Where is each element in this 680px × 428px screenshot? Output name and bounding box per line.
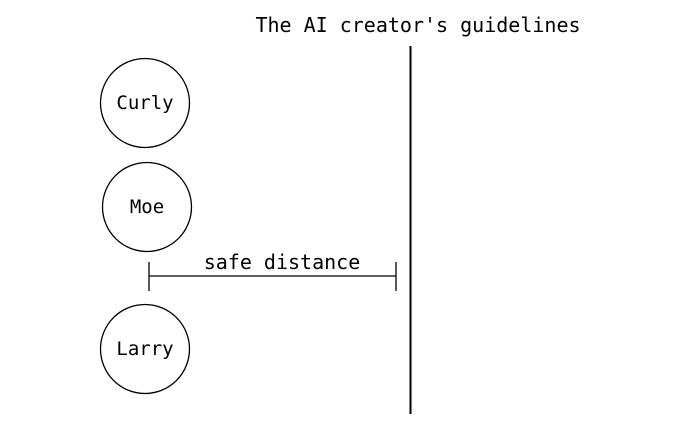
node-curly: Curly (99, 57, 191, 149)
measure-label: safe distance (204, 250, 361, 274)
safe-distance-measure: safe distance (148, 250, 397, 291)
node-larry: Larry (99, 303, 191, 395)
node-moe-label: Moe (130, 196, 164, 218)
node-larry-circle (99, 303, 191, 395)
node-moe-circle (101, 161, 193, 253)
node-curly-circle (99, 57, 191, 149)
guideline-label: The AI creator's guidelines (255, 13, 580, 37)
node-curly-label: Curly (116, 92, 173, 114)
node-larry-label: Larry (116, 338, 173, 360)
node-moe: Moe (101, 161, 193, 253)
